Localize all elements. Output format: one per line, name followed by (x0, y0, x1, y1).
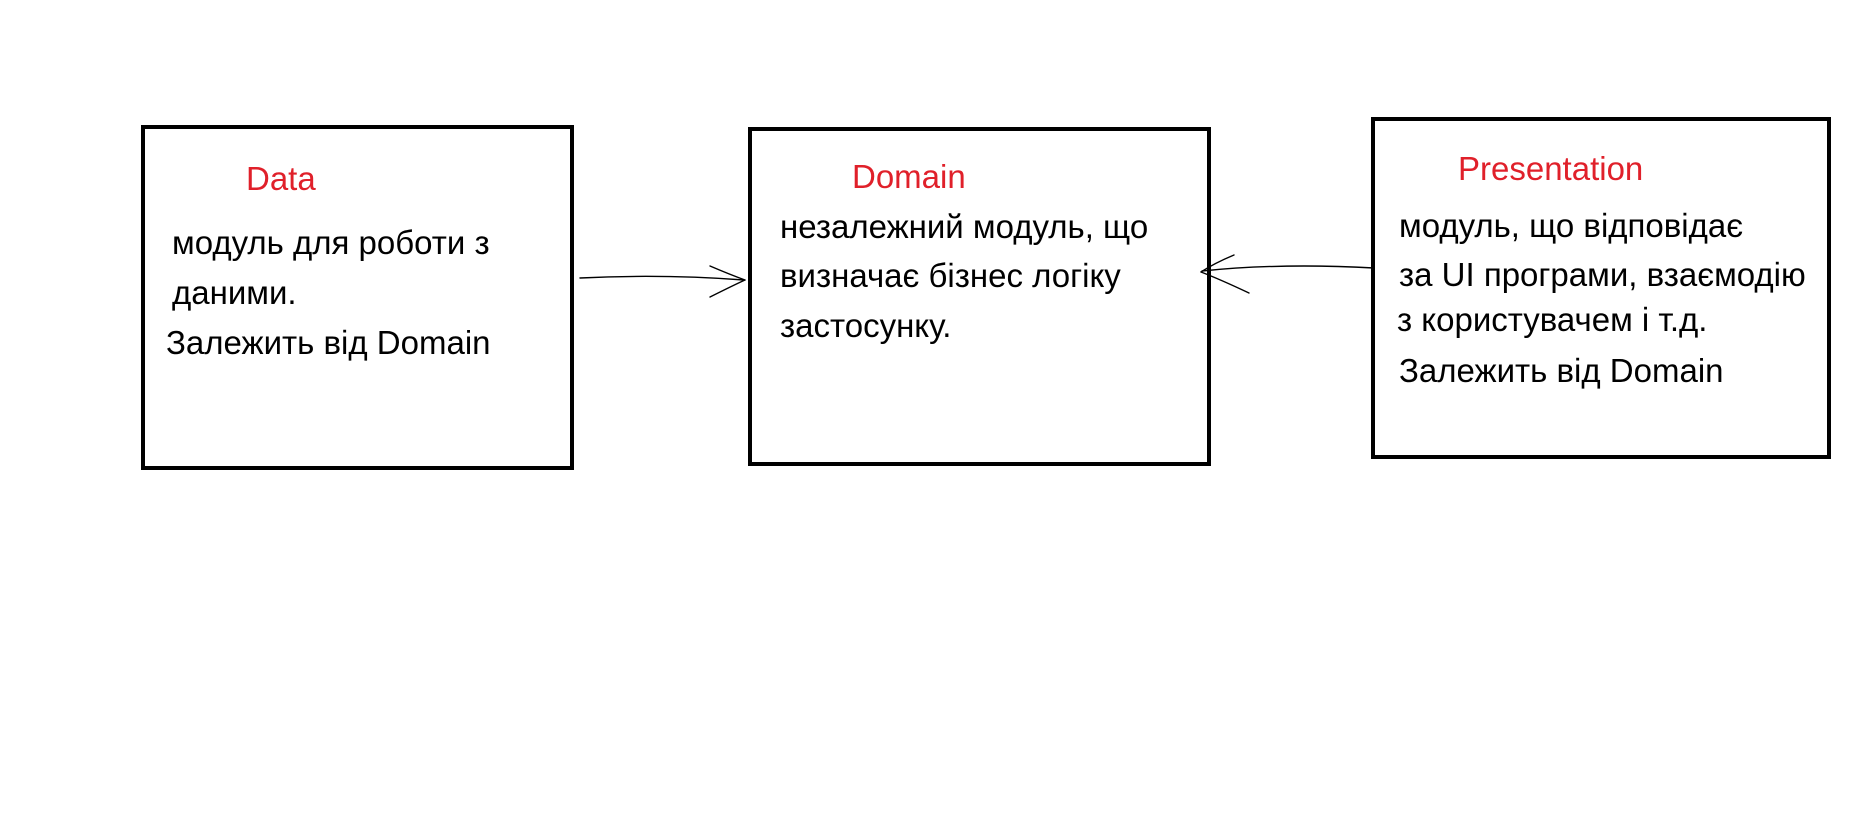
presentation-module-line-3: з користувачем і т.д. (1397, 301, 1708, 338)
presentation-module-line-1: модуль, що відповідає (1399, 207, 1744, 244)
data-module-box (141, 125, 574, 470)
domain-module-box (748, 127, 1211, 466)
domain-module-line-2: визначає бізнес логіку (780, 257, 1121, 294)
data-module-line-2: даними. (172, 274, 297, 311)
domain-module-line-3: застосунку. (780, 307, 952, 344)
domain-module-title: Domain (852, 158, 966, 195)
presentation-module-title: Presentation (1458, 150, 1644, 187)
presentation-module-box (1371, 117, 1831, 459)
presentation-module-line-2: за UI програми, взаємодію (1399, 256, 1806, 293)
domain-module-line-1: незалежний модуль, що (780, 208, 1149, 245)
presentation-module-line-4: Залежить від Domain (1399, 352, 1724, 389)
arrow-presentation-to-domain (1200, 254, 1375, 294)
data-module-title: Data (246, 160, 316, 197)
data-module-line-3: Залежить від Domain (166, 324, 491, 361)
data-module-line-1: модуль для роботи з (172, 224, 490, 261)
arrow-data-to-domain (579, 265, 746, 298)
